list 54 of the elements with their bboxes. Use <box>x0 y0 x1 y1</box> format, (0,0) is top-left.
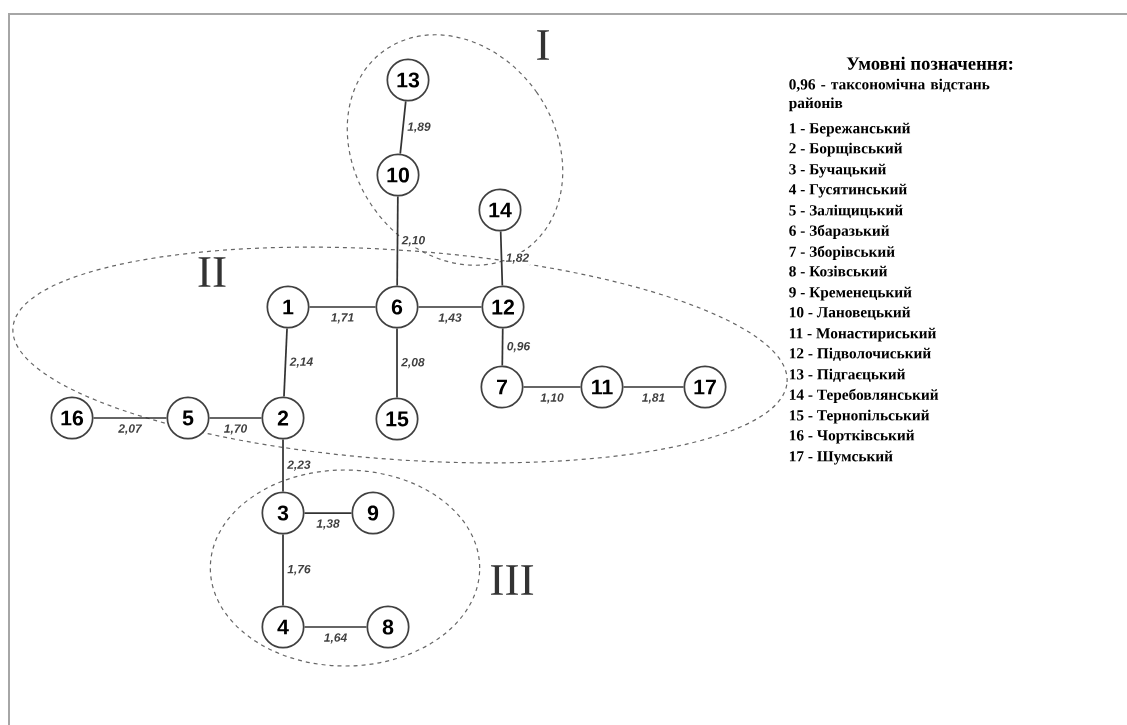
legend-entry: 16 - Чортківський <box>789 429 915 444</box>
edge-label: 1,70 <box>222 422 249 436</box>
cluster-label: III <box>491 565 534 595</box>
connector-line <box>501 327 504 367</box>
edge-label: 1,38 <box>315 517 341 531</box>
cluster-label: II <box>198 257 226 287</box>
legend-entry: 0,96 - таксономічна відстань районів <box>788 78 990 112</box>
connector-line <box>282 533 284 607</box>
edge-label: 1,71 <box>329 311 356 325</box>
edge-label: 2,08 <box>399 356 426 370</box>
legend-entry: 17 - Шумський <box>789 450 893 465</box>
connector-line <box>499 230 504 287</box>
edge-label: 1,64 <box>322 631 349 645</box>
legend-entry: 7 - Зборівський <box>789 245 895 260</box>
connector-line <box>283 327 288 398</box>
connector-line <box>308 306 377 308</box>
legend-entry: 15 - Тернопільський <box>789 409 930 424</box>
legend-title: Умовні позначення: <box>846 56 1013 70</box>
legend-entry: 6 - Збаразький <box>789 224 890 239</box>
legend-entry: 13 - Підгаєцький <box>789 368 906 382</box>
connector-line <box>303 512 353 514</box>
legend-entry: 1 - Бережанський <box>789 122 911 137</box>
connector-line <box>522 386 582 388</box>
legend-entry: 10 - Лановецький <box>789 306 911 320</box>
legend-entry: 12 - Підволочиський <box>789 347 931 361</box>
edge-label: 1,82 <box>504 252 531 265</box>
legend-entry: 2 - Борщівський <box>789 142 903 157</box>
cluster-label: I <box>537 30 549 60</box>
legend-entry: 11 - Монастириський <box>789 327 936 342</box>
edge-label: 1,43 <box>437 311 463 325</box>
legend-entry: 9 - Кременецький <box>789 286 912 301</box>
legend-entry: 14 - Теребовлянський <box>789 388 939 403</box>
connector-line <box>92 417 168 419</box>
connector-line <box>208 417 263 419</box>
connector-line <box>396 195 399 287</box>
connector-line <box>282 438 284 493</box>
connector-line <box>622 386 685 388</box>
edge-label: 1,89 <box>405 121 432 134</box>
connector-line <box>396 327 398 399</box>
legend-entry: 5 - Заліщицький <box>789 204 903 218</box>
legend-entry: 8 - Козівський <box>789 265 888 277</box>
connector-line <box>399 100 407 155</box>
edge-label: 1,10 <box>539 391 565 405</box>
edge-label: 1,76 <box>285 563 312 577</box>
edge-label: 0,96 <box>505 340 532 354</box>
legend-entry: 3 - Бучацький <box>789 163 886 178</box>
connector-line <box>417 306 483 308</box>
edge-label: 2,14 <box>288 356 315 369</box>
edge-label: 2,23 <box>285 459 312 472</box>
edge-label: 2,07 <box>117 422 143 436</box>
connector-line <box>303 626 368 628</box>
edge-label: 2,10 <box>400 234 427 248</box>
edge-label: 1,81 <box>640 391 667 405</box>
legend-entry: 4 - Гусятинський <box>788 183 907 198</box>
